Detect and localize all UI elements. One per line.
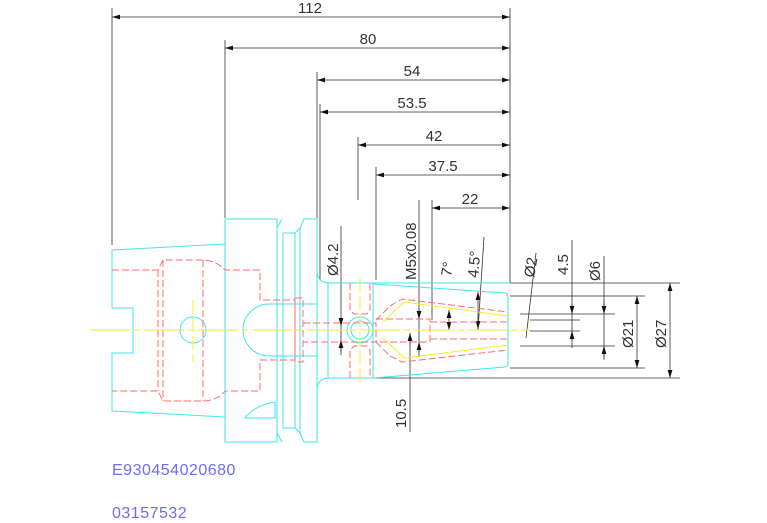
dim-42: 42 — [426, 128, 443, 145]
centerlines — [90, 278, 530, 382]
dim-112: 112 — [298, 0, 322, 17]
dim-4-5: 4.5 — [555, 254, 572, 275]
dim-d2: Ø2 — [521, 256, 541, 279]
dim-10-5: 10.5 — [393, 399, 410, 428]
dim-53-5: 53.5 — [397, 95, 426, 112]
extension-lines — [111, 8, 680, 379]
order-number: 03157532 — [112, 505, 188, 522]
horizontal-dimension-labels: 112 80 54 53.5 42 37.5 22 — [298, 0, 478, 208]
dim-d27: Ø27 — [653, 320, 670, 348]
dim-22: 22 — [462, 191, 479, 208]
dim-d6: Ø6 — [587, 261, 604, 281]
part-number: E930454020680 — [112, 462, 236, 479]
vertical-dimension-labels: Ø4.2 M5x0.08 7° 4.5° Ø2 4.5 Ø6 Ø21 Ø27 1… — [325, 222, 670, 428]
dim-54: 54 — [404, 63, 421, 80]
dim-d21: Ø21 — [620, 320, 637, 348]
dim-m5x0-08: M5x0.08 — [403, 222, 420, 280]
dim-angle-7: 7° — [438, 261, 457, 278]
dim-angle-4-5: 4.5° — [465, 250, 484, 278]
dim-80: 80 — [360, 31, 377, 48]
dim-d4-2: Ø4.2 — [325, 243, 342, 276]
dim-37-5: 37.5 — [428, 158, 457, 175]
horizontal-dimension-lines — [112, 14, 510, 211]
